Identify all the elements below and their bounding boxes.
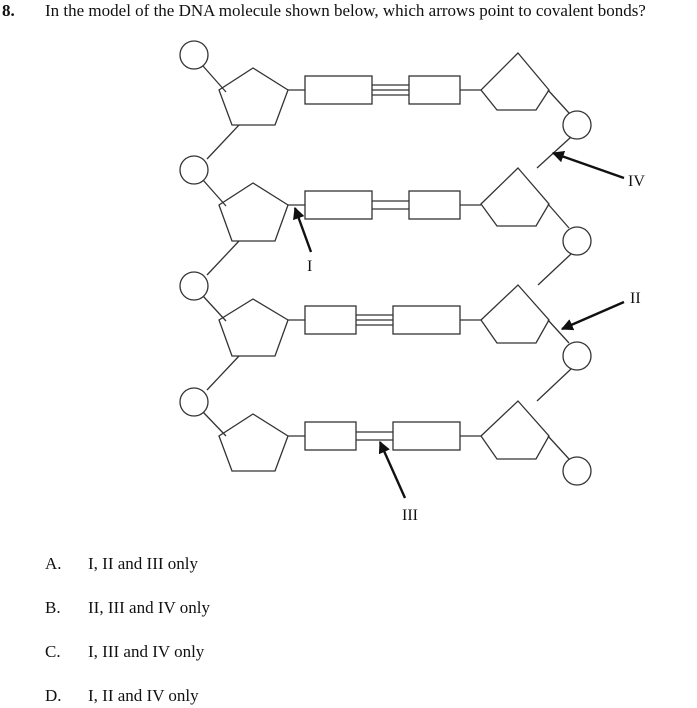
option-text: II, III and IV only [88,598,210,617]
right-backbone-bond [547,89,570,114]
left-backbone-bond [202,411,227,437]
deoxyribose-pentagon [480,52,550,111]
option-text: I, III and IV only [88,642,205,661]
phosphate-circle [562,456,592,486]
base-rectangle [408,75,461,105]
base-rectangle [304,190,373,220]
question-number: 8. [2,1,15,20]
phosphate-circle [562,341,592,371]
option-letter: B. [45,598,61,617]
phosphate-circle [562,110,592,140]
label-ii: II [630,290,641,307]
deoxyribose-pentagon [218,182,289,242]
right-backbone-bond [536,368,572,402]
arrow-i [293,206,313,253]
dna-model-diagram: I II III IV [179,40,645,524]
arrow-iii [378,440,407,499]
base-rectangle [392,305,461,335]
base-rectangle [392,421,461,451]
right-backbone-bond [547,203,570,229]
left-backbone-bond [206,355,240,391]
deoxyribose-pentagon [218,298,289,357]
question-text: In the model of the DNA molecule shown b… [45,1,646,20]
deoxyribose-pentagon [218,67,289,126]
deoxyribose-pentagon [218,413,289,472]
base-rectangle [408,190,461,220]
left-backbone-bond [206,124,240,160]
arrow-iv [551,150,625,180]
option-letter: A. [45,554,62,573]
base-rectangle [304,421,357,451]
option-letter: D. [45,686,62,705]
arrow-ii [560,300,625,331]
option-text: I, II and III only [88,554,198,573]
phosphate-circle [179,155,209,185]
option-letter: C. [45,642,61,661]
label-iv: IV [628,173,645,190]
phosphate-circle [179,40,209,70]
phosphate-circle [179,271,209,301]
label-iii: III [402,507,418,524]
phosphate-circle [179,387,209,417]
right-backbone-bond [547,319,570,344]
label-i: I [307,258,312,275]
phosphate-circle [562,226,592,256]
deoxyribose-pentagon [480,284,550,344]
left-backbone-bond [202,295,227,322]
base-rectangle [304,75,373,105]
option-text: I, II and IV only [88,686,199,705]
deoxyribose-pentagon [480,167,550,227]
base-rectangle [304,305,357,335]
left-backbone-bond [202,179,227,207]
right-backbone-bond [537,253,572,286]
deoxyribose-pentagon [480,400,550,460]
right-backbone-bond [547,435,570,460]
left-backbone-bond [206,240,240,276]
